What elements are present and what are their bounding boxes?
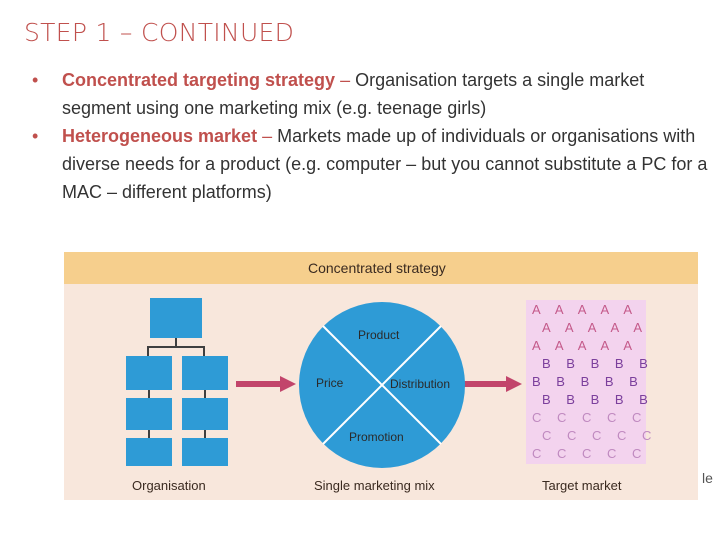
bullet-term: Heterogeneous market: [62, 126, 258, 146]
bullet-item: • Heterogeneous market – Markets made up…: [32, 122, 712, 206]
org-box: [126, 438, 172, 466]
org-box: [182, 356, 228, 390]
org-connector: [148, 430, 150, 438]
marketing-mix-wheel: [299, 302, 465, 468]
segment-row: B B B B B: [542, 356, 654, 371]
segment-row: A A A A A: [532, 302, 639, 317]
mix-label-price: Price: [316, 376, 344, 390]
bullet-term: Concentrated targeting strategy: [62, 70, 336, 90]
bullet-text: Organisation targets a single market seg…: [62, 70, 645, 118]
org-box-top: [150, 298, 202, 338]
mix-label-promotion: Promotion: [349, 430, 404, 444]
segment-row: A A A A A: [532, 338, 639, 353]
org-connector: [147, 346, 149, 356]
arrow-right-icon: [236, 376, 296, 392]
bullet-marker: •: [32, 70, 39, 90]
org-connector: [175, 338, 177, 346]
caption-target-market: Target market: [542, 478, 622, 493]
segment-row: C C C C C: [542, 428, 658, 443]
slide-title: STEP 1 – CONTINUED: [24, 18, 295, 47]
org-connector: [203, 346, 205, 356]
org-connector: [147, 346, 205, 348]
bullet-item: • Concentrated targeting strategy – Orga…: [32, 66, 712, 122]
bullet-dash: –: [335, 70, 351, 90]
caption-organisation: Organisation: [132, 478, 206, 493]
mix-label-product: Product: [358, 328, 400, 342]
concentrated-strategy-diagram: Concentrated strategy Product Price Dist…: [64, 252, 698, 500]
segment-row: B B B B B: [542, 392, 654, 407]
org-connector: [204, 390, 206, 398]
bullet-marker: •: [32, 126, 39, 146]
truncated-text: le: [702, 470, 713, 486]
segment-row: B B B B B: [532, 374, 644, 389]
diagram-title: Concentrated strategy: [308, 260, 446, 276]
bullet-text: Markets made up of individuals or organi…: [62, 126, 708, 202]
bullet-dash: –: [257, 126, 273, 146]
org-box: [126, 356, 172, 390]
caption-marketing-mix: Single marketing mix: [314, 478, 435, 493]
mix-label-distribution: Distribution: [390, 377, 451, 391]
org-connector: [204, 430, 206, 438]
org-box: [182, 398, 228, 430]
org-box: [126, 398, 172, 430]
diagram-header: Concentrated strategy: [64, 252, 698, 284]
target-market-grid: A A A A A A A A A A A A A A A B B B B B …: [526, 300, 651, 464]
segment-row: C C C C C: [532, 446, 648, 461]
segment-row: C C C C C: [532, 410, 648, 425]
org-connector: [148, 390, 150, 398]
segment-row: A A A A A: [542, 320, 649, 335]
arrow-right-icon: [462, 376, 522, 392]
bullet-list: • Concentrated targeting strategy – Orga…: [32, 66, 712, 206]
org-box: [182, 438, 228, 466]
